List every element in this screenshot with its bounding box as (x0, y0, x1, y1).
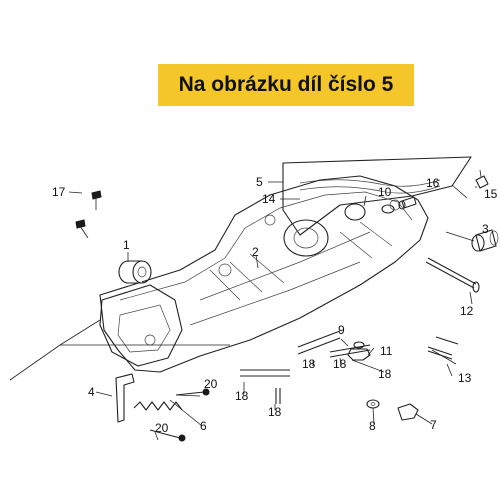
callout-18-a: 18 (302, 357, 316, 371)
callout-20-a: 20 (204, 377, 218, 391)
callout-18-c: 18 (378, 367, 392, 381)
callout-16: 16 (426, 176, 440, 190)
callout-12: 12 (460, 304, 474, 318)
part-11-nut (347, 348, 371, 361)
callout-10: 10 (378, 185, 392, 199)
callout-18-e: 18 (268, 405, 282, 419)
part-number-banner: Na obrázku díl číslo 5 (158, 64, 414, 106)
callout-18-b: 18 (333, 357, 347, 371)
callout-2: 2 (252, 245, 259, 259)
part-18-bolts (240, 330, 371, 404)
part-6-spring (133, 401, 183, 411)
part-4-bracket (115, 373, 135, 423)
callout-4: 4 (88, 385, 95, 399)
banner-text: Na obrázku díl číslo 5 (178, 73, 394, 96)
callout-9: 9 (338, 323, 345, 337)
part-1-bushing (118, 260, 152, 284)
callout-20-b: 20 (155, 421, 169, 435)
callout-14: 14 (262, 192, 276, 206)
callout-3: 3 (482, 222, 489, 236)
callout-5: 5 (256, 175, 263, 189)
callout-8: 8 (369, 419, 376, 433)
part-20-studs (149, 388, 210, 442)
part-10-fitting (381, 204, 395, 214)
part-17-bolts (75, 190, 102, 239)
callout-11: 11 (380, 344, 393, 358)
part-9-washer (353, 341, 365, 349)
callout-labels: 1 2 3 4 5 6 7 8 9 10 11 12 13 14 15 16 1… (52, 175, 498, 435)
callout-6: 6 (200, 419, 207, 433)
part-16-fitting (398, 196, 417, 210)
callout-15: 15 (484, 187, 498, 201)
callout-1: 1 (123, 238, 130, 252)
callout-7: 7 (430, 418, 437, 432)
callout-13: 13 (458, 371, 472, 385)
part-8-washer (366, 399, 380, 409)
callout-17: 17 (52, 185, 66, 199)
part-13-dowels (427, 336, 459, 360)
part-3-bushing (471, 229, 499, 252)
crankcase-body (99, 175, 429, 373)
callout-18-d: 18 (235, 389, 249, 403)
leader-lines (9, 163, 477, 441)
part-7-plug (397, 403, 419, 421)
part-15-clip (475, 169, 489, 189)
part-12-stud (425, 257, 480, 293)
